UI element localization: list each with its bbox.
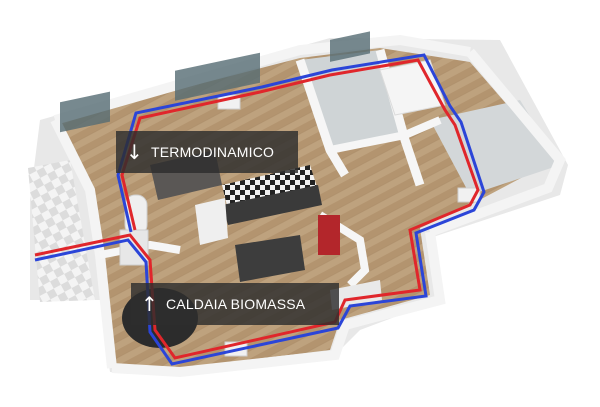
kitchen-backsplash: [222, 165, 318, 210]
interior-wall-5: [99, 240, 181, 259]
arrow-up-icon: ↑: [141, 292, 158, 316]
termodinamico-label: ↓ TERMODINAMICO: [116, 131, 298, 173]
kitchen-counter: [222, 185, 322, 225]
kitchen-island: [235, 235, 305, 282]
outer-wall-left: [50, 117, 117, 369]
outer-wall-right: [428, 48, 566, 237]
outer-wall-bottom: [111, 231, 446, 378]
window-1: [60, 91, 110, 133]
bed: [379, 59, 446, 116]
arrow-down-icon: ↓: [126, 140, 143, 164]
window-2: [175, 52, 260, 101]
cold-pipe: [34, 53, 486, 366]
interior-wall-3: [329, 116, 442, 154]
hot-pipe: [34, 58, 480, 360]
caldaia-biomassa-label: ↑ CALDAIA BIOMASSA: [131, 283, 339, 325]
window-3: [330, 31, 370, 62]
termodinamico-text: TERMODINAMICO: [150, 144, 275, 160]
tv-unit: [195, 198, 228, 245]
caldaia-biomassa-text: CALDAIA BIOMASSA: [165, 296, 306, 312]
balcony-floor: [28, 160, 95, 302]
red-appliance: [318, 215, 340, 255]
